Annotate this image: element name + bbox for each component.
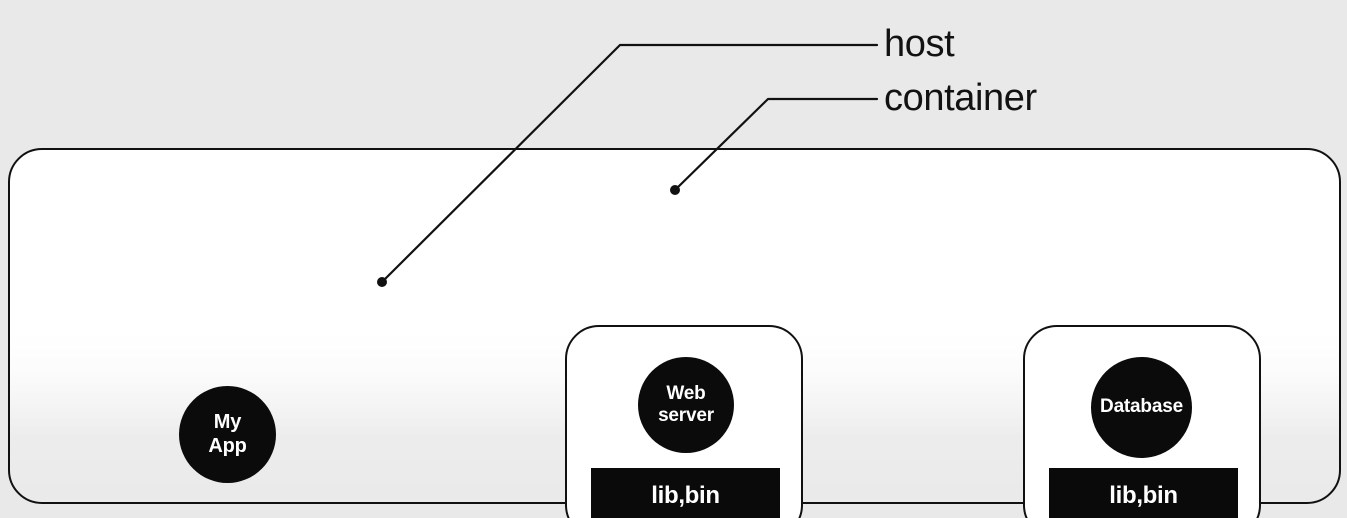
libbin-bar-database: lib,bin <box>1049 468 1238 518</box>
host-box: My App Web server lib,bin Database lib,b… <box>8 148 1341 518</box>
my-app-label-line2: App <box>208 434 247 457</box>
container-database: Database lib,bin <box>1023 325 1261 518</box>
web-server-node: Web server <box>638 357 734 453</box>
database-label-line1: Database <box>1100 396 1183 418</box>
callout-label-host: host <box>884 23 955 65</box>
container-web-server: Web server lib,bin <box>565 325 803 518</box>
my-app-node: My App <box>179 386 276 483</box>
web-server-label-line1: Web <box>666 382 706 404</box>
callout-label-container: container <box>884 77 1037 119</box>
database-node: Database <box>1091 357 1192 458</box>
libbin-bar-web: lib,bin <box>591 468 780 518</box>
web-server-label-line2: server <box>658 405 714 426</box>
my-app-label-line1: My <box>213 410 242 433</box>
